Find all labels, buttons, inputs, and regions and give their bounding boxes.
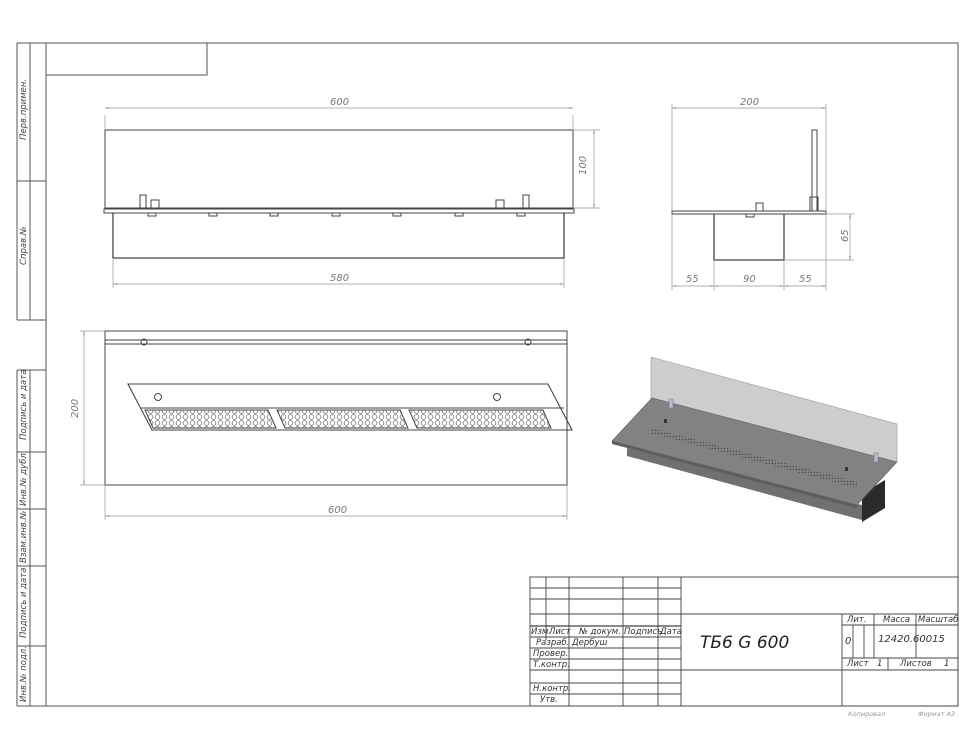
side-view <box>671 129 827 261</box>
mass-value: 12420.60015 <box>878 634 945 645</box>
header-list: Лист <box>549 627 571 637</box>
sheets-value: 1 <box>944 659 950 669</box>
strip-label-perv-primen: Перв.примен. <box>19 79 29 140</box>
lit-label: Лит. <box>847 615 867 625</box>
strip-label-vzam-inv: Взам.инв.№ <box>19 511 29 563</box>
row-name-razrab: Дербуш <box>572 638 608 648</box>
front-dim-100: 100 <box>578 156 589 175</box>
plan-view <box>104 330 573 486</box>
iso-standoff-right <box>873 452 879 463</box>
lit-value: 0 <box>845 636 852 647</box>
drawing-title: ТБ6 G 600 <box>700 633 790 653</box>
sheets-label: Листов <box>900 659 932 669</box>
left-strip-labels: Перв.примен. Справ.№ Подпись и дата Инв.… <box>19 79 29 702</box>
front-view-dimensions <box>104 107 600 288</box>
iso-hole-left <box>664 419 667 423</box>
iso-perforation <box>650 428 858 488</box>
side-dim-90: 90 <box>743 274 756 285</box>
front-view <box>103 129 575 259</box>
scale-label: Масштаб <box>918 615 959 625</box>
side-dim-55-left: 55 <box>686 274 699 285</box>
side-dim-65: 65 <box>840 229 851 242</box>
side-dim-55-right: 55 <box>799 274 812 285</box>
plan-dim-600: 600 <box>328 505 347 516</box>
sheet-value: 1 <box>877 659 883 669</box>
header-date: Дата <box>660 627 683 637</box>
strip-label-inv-podl: Инв.№ подл. <box>19 646 29 702</box>
front-dim-600: 600 <box>330 97 349 108</box>
strip-label-sprav-no: Справ.№ <box>19 226 29 265</box>
plan-view-dimensions <box>80 330 568 520</box>
iso-hole-right <box>845 467 848 471</box>
strip-label-inv-dubl: Инв.№ дубл. <box>19 451 29 506</box>
iso-plate-edge <box>612 441 857 508</box>
isometric-view <box>611 356 898 522</box>
mass-label: Масса <box>883 615 911 625</box>
header-izm: Изм. <box>531 627 551 637</box>
frame <box>16 42 959 707</box>
row-role-tkontr: Т.контр. <box>533 660 570 670</box>
format-label: Формат А3 <box>918 710 956 718</box>
sheet-label: Лист <box>847 659 869 669</box>
side-dim-200: 200 <box>740 97 759 108</box>
iso-body-under <box>627 448 862 520</box>
iso-standoff-left <box>668 398 674 409</box>
row-role-utv: Утв. <box>540 695 558 705</box>
header-doc-no: № докум. <box>579 627 621 637</box>
copied-label: Копировал <box>848 710 886 718</box>
title-block-grid <box>529 576 959 707</box>
strip-label-sign-date-2: Подпись и дата <box>19 568 29 638</box>
plan-dim-200: 200 <box>70 399 81 418</box>
side-view-dimensions <box>671 104 854 290</box>
front-dim-580: 580 <box>330 273 349 284</box>
header-sign: Подпись <box>624 627 663 637</box>
row-role-nkontr: Н.контр. <box>533 684 572 694</box>
row-role-prover: Провер. <box>533 649 569 659</box>
strip-label-sign-date-1: Подпись и дата <box>19 370 29 440</box>
row-role-razrab: Разраб. <box>536 638 570 648</box>
